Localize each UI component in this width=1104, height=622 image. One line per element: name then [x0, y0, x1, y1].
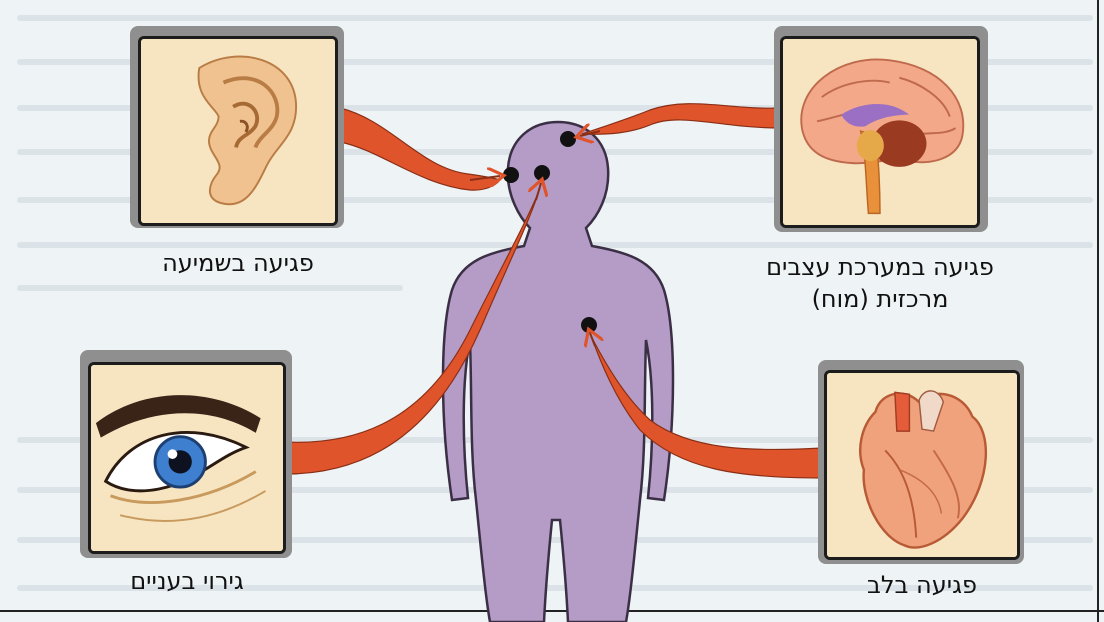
caption-hearing: פגיעה בשמיעה	[138, 248, 338, 278]
arrow-heart	[592, 338, 822, 478]
ear-panel	[138, 36, 338, 226]
eye-panel	[88, 362, 286, 554]
arrow-eye	[285, 188, 540, 474]
heart-icon	[827, 373, 1017, 557]
heart-panel	[824, 370, 1020, 560]
eye-icon	[91, 365, 283, 551]
caption-nervous-line1: פגיעה במערכת עצבים	[730, 252, 1030, 282]
ear-icon	[141, 39, 335, 223]
arrow-brain	[582, 104, 780, 135]
caption-nervous-line2: מרכזית (מוח)	[730, 284, 1030, 314]
brain-icon	[783, 39, 977, 225]
caption-heart: פגיעה בלב	[824, 570, 1020, 600]
caption-eyes: גירוי בעניים	[88, 566, 286, 596]
arrow-ear	[340, 108, 500, 190]
brain-panel	[780, 36, 980, 228]
